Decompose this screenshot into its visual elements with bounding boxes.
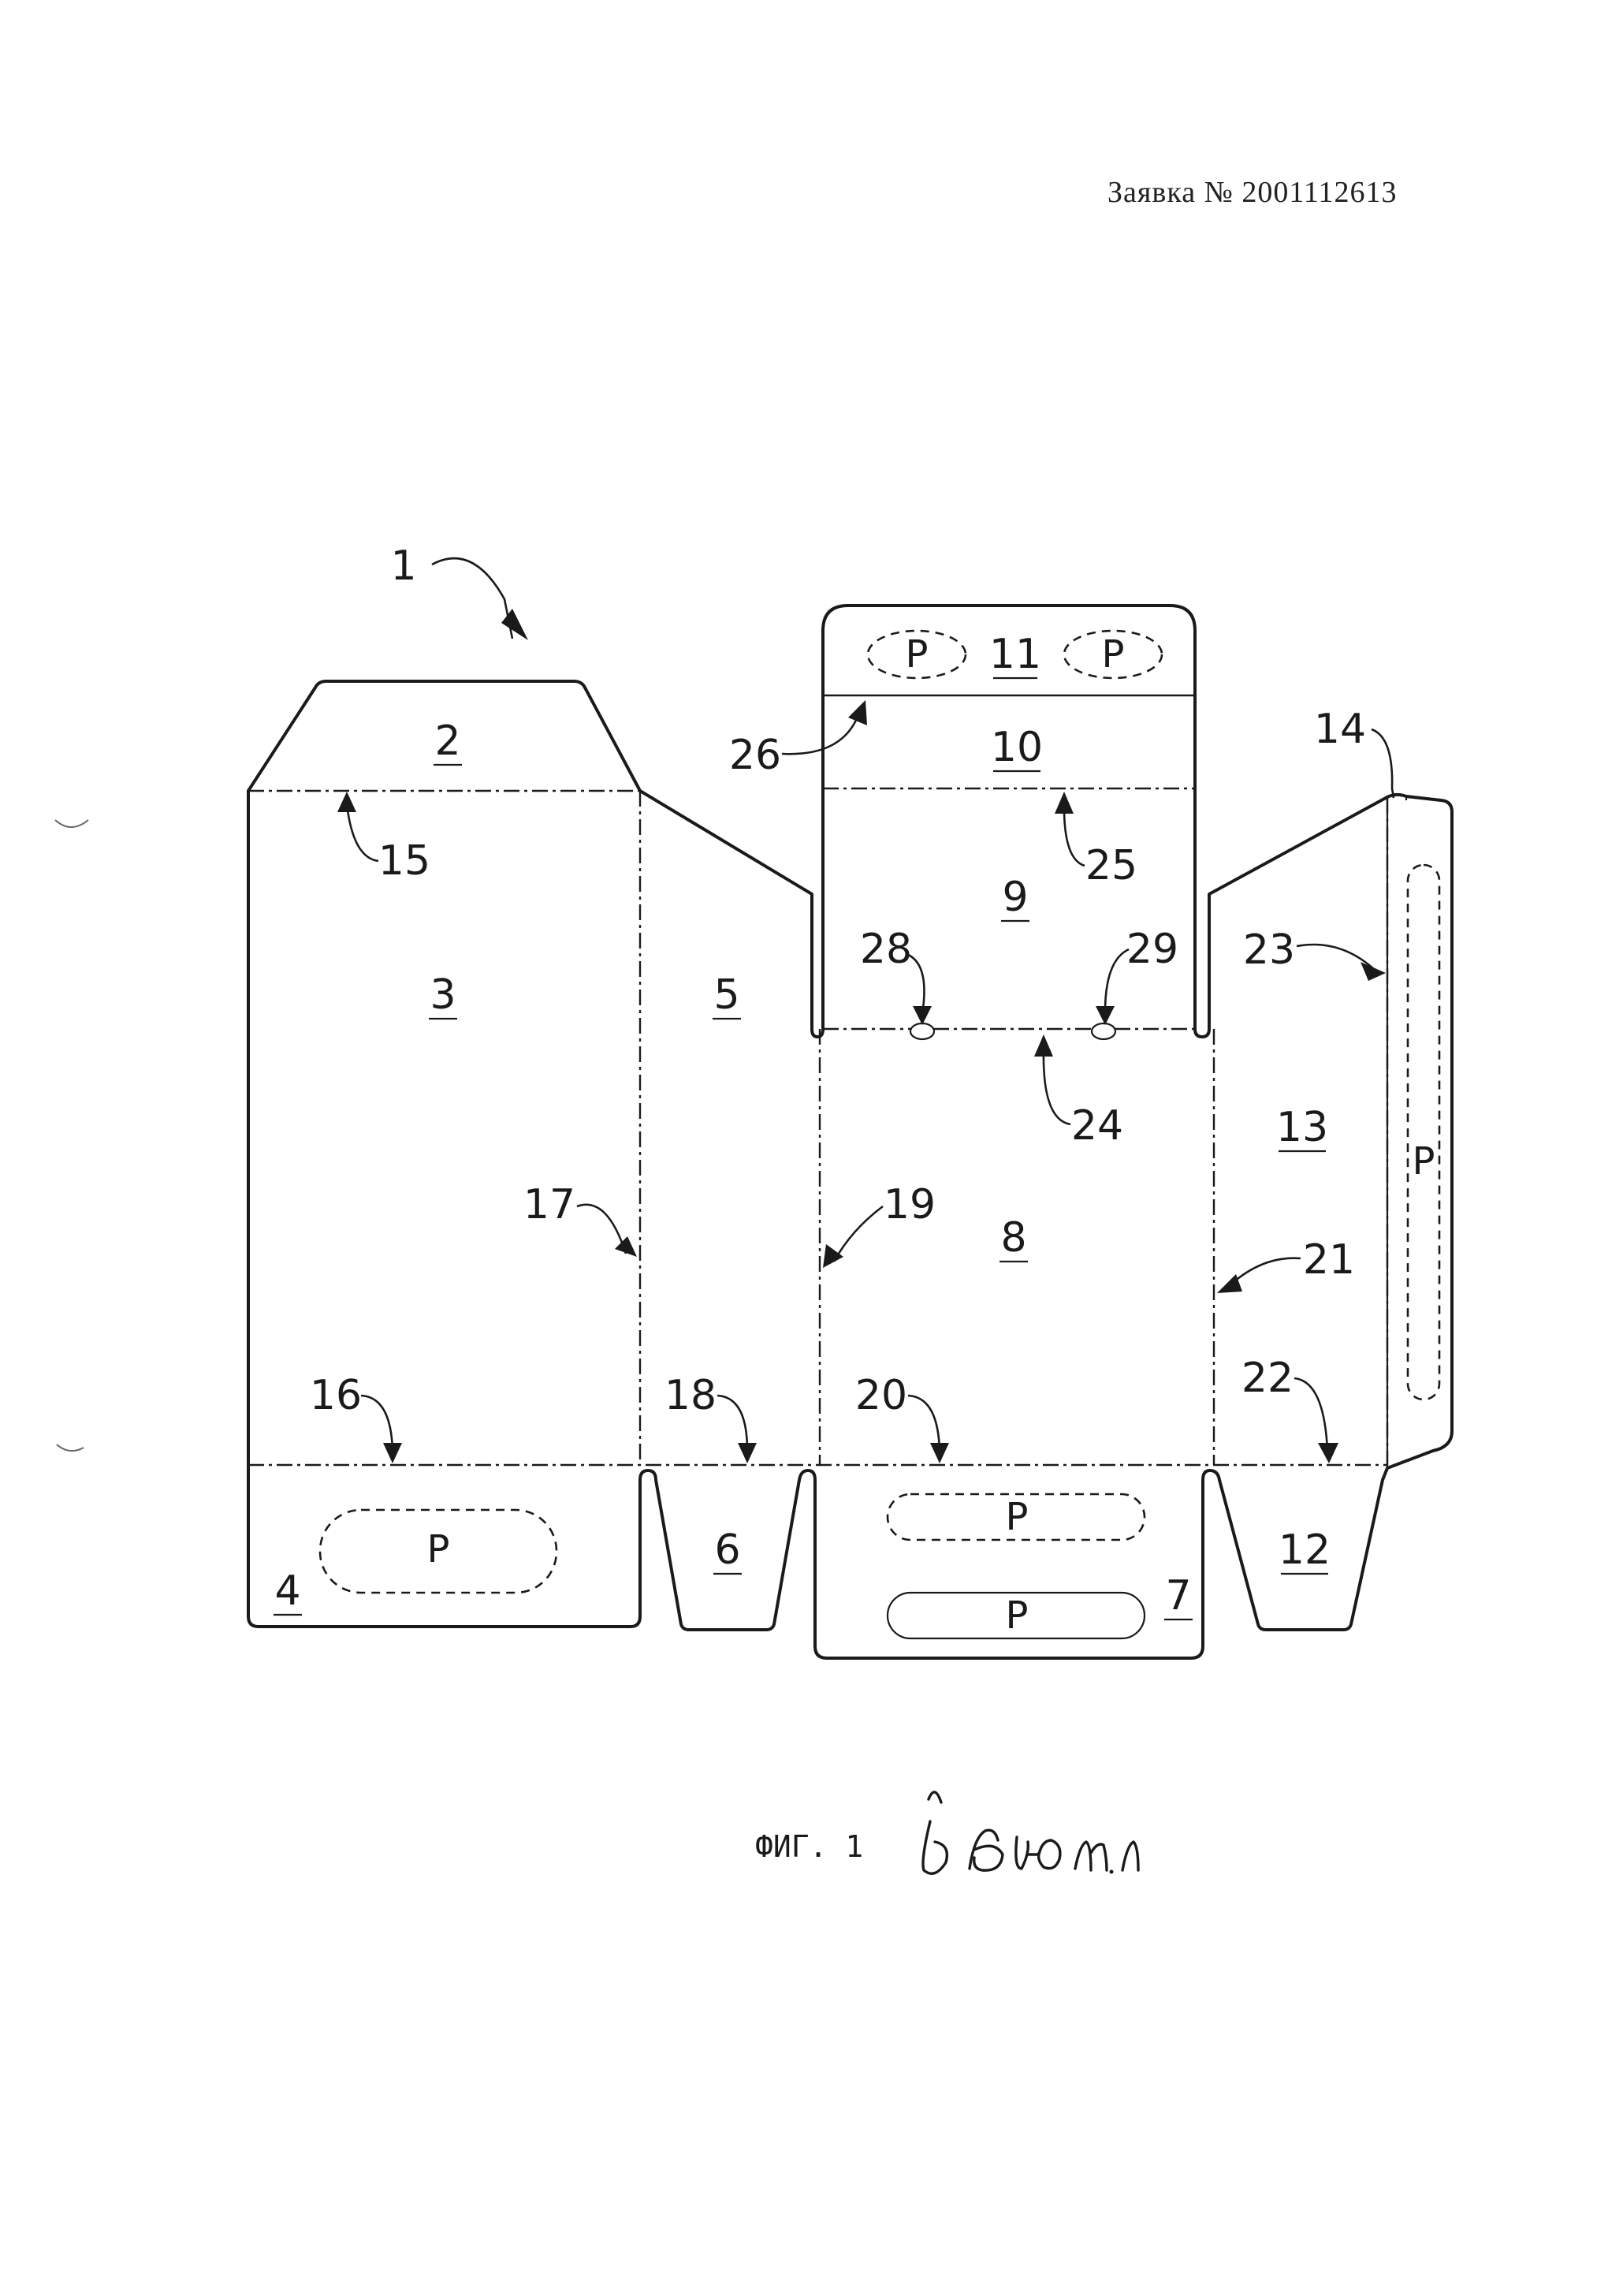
leader-20 [907, 1394, 941, 1452]
panel-label-9: 9 [1002, 874, 1028, 921]
print-area-7-top [886, 1493, 1146, 1541]
panel-label-13: 13 [1276, 1104, 1328, 1151]
leader-16 [360, 1394, 394, 1452]
panel-label-2: 2 [434, 718, 460, 765]
scan-mark [54, 819, 89, 828]
leader-29 [1104, 948, 1130, 1013]
leader-25 [1063, 807, 1085, 867]
line-label-15: 15 [378, 837, 430, 885]
panel-label-12: 12 [1279, 1526, 1331, 1574]
line-label-22: 22 [1241, 1355, 1294, 1402]
print-area-7-bottom [886, 1591, 1146, 1640]
arrow-17 [615, 1236, 637, 1257]
arrow-15 [337, 792, 356, 812]
handwritten-note [921, 1791, 1140, 1875]
line-label-19: 19 [884, 1181, 936, 1228]
hole-29 [1090, 1022, 1117, 1041]
print-label: P [1413, 1139, 1435, 1183]
scan-mark [56, 1444, 84, 1452]
arrow-29 [1096, 1006, 1115, 1025]
arrow-26 [848, 700, 867, 725]
print-area-11-left [866, 629, 967, 680]
panel-label-3: 3 [430, 971, 456, 1019]
leader-18 [717, 1394, 749, 1452]
arrow-21 [1217, 1274, 1242, 1293]
line-label-28: 28 [860, 926, 912, 973]
line-label-16: 16 [310, 1372, 362, 1419]
leader-15 [345, 803, 379, 863]
print-area-14 [1406, 863, 1441, 1401]
print-label: P [906, 632, 929, 676]
panel-label-14: 14 [1314, 706, 1366, 753]
blank-outline-left [247, 604, 1454, 1660]
line-label-24: 24 [1071, 1102, 1123, 1150]
arrow-24 [1034, 1034, 1053, 1057]
line-label-23: 23 [1243, 926, 1295, 974]
print-label: P [1006, 1593, 1029, 1638]
figure-caption: ФИГ. 1 [755, 1829, 863, 1864]
arrow-19 [823, 1244, 843, 1268]
arrow-16 [383, 1443, 402, 1463]
panel-label-6: 6 [714, 1526, 740, 1574]
panel-label-7: 7 [1165, 1572, 1191, 1620]
line-label-21: 21 [1303, 1236, 1355, 1284]
line-label-29: 29 [1126, 926, 1178, 973]
application-number: Заявка № 2001112613 [1107, 176, 1398, 209]
print-label: P [427, 1527, 450, 1571]
leader-26 [781, 712, 861, 755]
line-label-17: 17 [523, 1181, 575, 1228]
leader-14 [1371, 728, 1395, 799]
leader-19 [832, 1205, 884, 1262]
print-label: P [1102, 632, 1125, 676]
line-label-25: 25 [1085, 842, 1137, 889]
leader-28 [906, 952, 925, 1015]
panel-label-4: 4 [274, 1567, 300, 1615]
panel-label-10: 10 [991, 724, 1043, 771]
hole-28 [909, 1022, 936, 1041]
reference-label-1: 1 [390, 542, 416, 590]
panel-label-8: 8 [1000, 1214, 1026, 1262]
arrow-1 [501, 609, 528, 640]
leader-23 [1296, 943, 1375, 971]
line-label-18: 18 [664, 1372, 717, 1419]
line-label-20: 20 [855, 1372, 907, 1419]
arrow-23 [1361, 962, 1386, 981]
leader-22 [1294, 1377, 1329, 1452]
print-label: P [1006, 1495, 1029, 1539]
arrow-28 [913, 1006, 932, 1025]
print-area-11-right [1063, 629, 1163, 680]
panel-label-5: 5 [713, 971, 739, 1019]
leader-24 [1042, 1048, 1071, 1126]
arrow-25 [1055, 792, 1074, 814]
arrow-20 [930, 1443, 949, 1463]
line-label-26: 26 [729, 732, 781, 779]
print-area-4 [318, 1508, 558, 1594]
panel-label-11: 11 [989, 631, 1041, 678]
arrow-22 [1318, 1443, 1338, 1463]
leader-1 [431, 557, 514, 639]
arrow-18 [738, 1443, 757, 1463]
